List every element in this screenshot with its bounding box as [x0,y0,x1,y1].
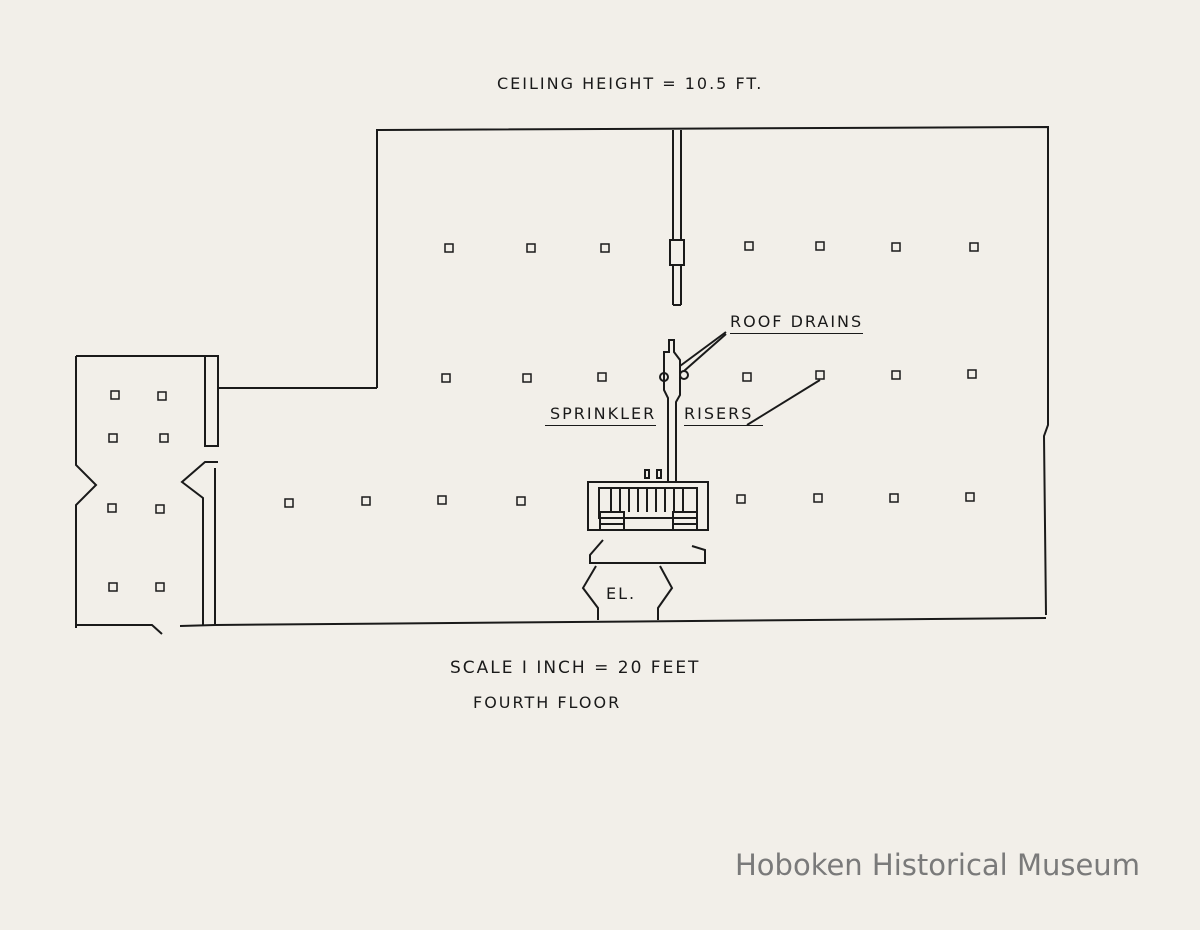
sprinkler-head [522,373,532,383]
floor-label: FOURTH FLOOR [473,693,622,712]
walls [75,125,1049,635]
sprinkler-label: SPRINKLER [545,404,657,426]
sprinkler-head [441,373,451,383]
sprinkler-head [284,498,294,508]
risers-label: RISERS [684,404,764,426]
center-pipe [669,130,685,306]
watermark: Hoboken Historical Museum [735,848,1140,882]
elevator-label: EL. [606,584,637,603]
sprinkler-head [815,370,825,380]
sprinkler-head [597,372,607,382]
sprinkler-head [967,369,977,379]
sprinkler-head [159,433,169,443]
sprinkler-head [742,372,752,382]
sprinkler-head [891,242,901,252]
sprinkler-head [744,241,754,251]
sprinkler-head [736,494,746,504]
roof-drains-label: ROOF DRAINS [730,312,864,334]
sprinkler-head [155,504,165,514]
sprinkler-head [969,242,979,252]
elevator [581,539,706,620]
riser-column [659,331,821,482]
sprinkler-head [108,433,118,443]
sprinkler-head [155,582,165,592]
sprinkler-head [600,243,610,253]
sprinkler-head [110,390,120,400]
sprinkler-head [516,496,526,506]
sprinkler-head [889,493,899,503]
ceiling-height-title: CEILING HEIGHT = 10.5 FT. [497,74,764,93]
sprinkler-head [813,493,823,503]
sprinkler-heads [107,241,979,592]
scale-label: SCALE I INCH = 20 FEET [450,658,701,678]
sprinkler-head [444,243,454,253]
sprinkler-head [108,582,118,592]
sprinkler-head [157,391,167,401]
sprinkler-head [437,495,447,505]
sprinkler-head [361,496,371,506]
sprinkler-head [526,243,536,253]
sprinkler-head [107,503,117,513]
stairwell [587,469,709,531]
sprinkler-head [891,370,901,380]
sprinkler-head [965,492,975,502]
sprinkler-head [815,241,825,251]
